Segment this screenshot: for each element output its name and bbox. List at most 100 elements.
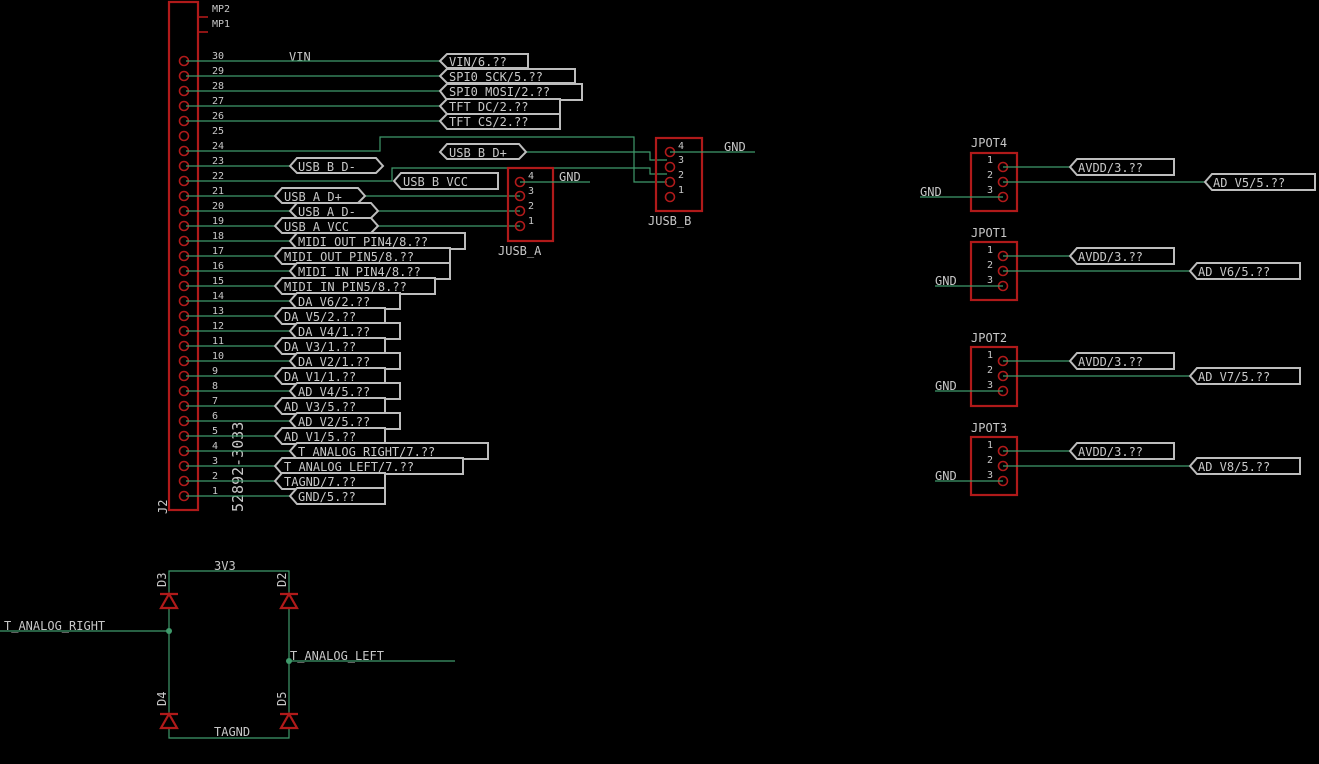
jusb-a-gnd-label: GND: [559, 170, 581, 184]
j2-pin-number: 20: [212, 201, 224, 212]
net-flag-label: DA_V6/2.??: [298, 295, 370, 309]
net-flag: [438, 113, 561, 130]
net-flag-label: DA_V4/1.??: [298, 325, 370, 339]
net-flag-label: AD_V2/5.??: [298, 415, 370, 429]
jusb-b-gnd-label: GND: [724, 140, 746, 154]
net-flag-label: USB_A_VCC: [284, 220, 349, 234]
diode-d4-triangle: [159, 711, 179, 730]
net-flag-label: USB_B_D-: [298, 160, 356, 174]
jpot3-avdd-label: AVDD/3.??: [1078, 445, 1143, 459]
net-flag-label: USB_A_D-: [298, 205, 356, 219]
net-flag-label: T_ANALOG_LEFT/7.??: [284, 460, 414, 474]
net-flag-label: SPI0_MOSI/2.??: [449, 85, 550, 99]
j2-pin-number: 9: [212, 366, 218, 377]
jpot4-avdd-label: AVDD/3.??: [1078, 161, 1143, 175]
net-flag-label: T_ANALOG_RIGHT/7.??: [298, 445, 435, 459]
j2-mp1-label: MP1: [212, 19, 230, 30]
net-t-analog-left-label: T_ANALOG_LEFT: [290, 649, 384, 663]
net-flag-label: AD_V1/5.??: [284, 430, 356, 444]
diode-d5-triangle: [279, 711, 299, 730]
jusb-a-pin-number: 2: [528, 201, 534, 212]
jpot3-pin-number: 1: [987, 440, 993, 451]
diode-clamp: D3 D2 D4 D5 3V3 TAGND T_ANALOG_RIGHT T_A…: [0, 559, 455, 739]
jpot2-ad-label: AD_V7/5.??: [1198, 370, 1270, 384]
jpot4-pin-number: 3: [987, 185, 993, 196]
diode-d3-triangle: [159, 591, 179, 610]
j2-pin-number: 24: [212, 141, 224, 152]
net-flag-label: MIDI_OUT_PIN5/8.??: [284, 250, 414, 264]
j2-pin-number: 13: [212, 306, 224, 317]
pot-jpot3: 1 2 3 JPOT3 GND AVDD/3.?? AD_V8/5.??: [935, 421, 1301, 497]
net-flag-label: DA_V5/2.??: [284, 310, 356, 324]
j2-pin-number: 7: [212, 396, 218, 407]
j2-pin-number: 17: [212, 246, 224, 257]
net-flag: [273, 457, 464, 475]
net-flag: [273, 367, 386, 385]
net-flag: [288, 487, 386, 505]
jusb-b-pin: [664, 161, 676, 173]
net-flag: [273, 307, 386, 325]
header-jusb-a: 4 3 2 1 GND JUSB_A: [498, 166, 590, 258]
diode-d4: D4: [155, 692, 179, 730]
diode-d2: D2: [275, 573, 299, 610]
j2-pin-25: [178, 130, 190, 142]
net-flag-label: USB_A_D+: [284, 190, 342, 204]
net-flag: [392, 172, 499, 190]
jusb-b-name: JUSB_B: [648, 214, 691, 228]
j2-pin-number: 14: [212, 291, 224, 302]
net-flag-label: GND/5.??: [298, 490, 356, 504]
j2-pin-number: 28: [212, 81, 224, 92]
net-flag: [1068, 352, 1175, 370]
jusb-a-pin: [514, 220, 526, 232]
j2-wires: [186, 60, 667, 497]
net-flag: [438, 143, 528, 160]
j2-pin-number: 2: [212, 471, 218, 482]
j2-pin-number: 12: [212, 321, 224, 332]
j2-pin-number: 15: [212, 276, 224, 287]
jpot2-name: JPOT2: [971, 331, 1007, 345]
jpot3-pin-number: 3: [987, 470, 993, 481]
net-flag-label: AD_V4/5.??: [298, 385, 370, 399]
net-flag: [273, 247, 451, 265]
jpot1-pin-number: 1: [987, 245, 993, 256]
net-flag: [438, 83, 583, 101]
net-flags: VIN/6.?? SPI0_SCK/5.?? SPI0_MOSI/2.?? TF…: [273, 53, 583, 505]
diode-d2-triangle: [279, 591, 299, 610]
j2-pin-number: 21: [212, 186, 224, 197]
j2-pin-number: 1: [212, 486, 218, 497]
j2-pin-number: 16: [212, 261, 224, 272]
net-flag: [273, 187, 367, 204]
j2-value: 52892-3033: [229, 422, 247, 512]
diode-d5-label: D5: [275, 692, 289, 706]
diode-d3: D3: [155, 573, 179, 610]
pot-jpot1: 1 2 3 JPOT1 GND AVDD/3.?? AD_V6/5.??: [935, 226, 1301, 302]
j2-pins: 3029282726252423222120191817161514131211…: [178, 51, 224, 502]
jusb-a-pin-number: 1: [528, 216, 534, 227]
j2-pin-number: 25: [212, 126, 224, 137]
jpot1-avdd-label: AVDD/3.??: [1078, 250, 1143, 264]
junction-dot: [286, 658, 292, 664]
jusb-b-pin: [664, 191, 676, 203]
jpot1-name: JPOT1: [971, 226, 1007, 240]
jpot3-pin-number: 2: [987, 455, 993, 466]
net-flag: [1203, 173, 1316, 191]
jusb-b-pin-number: 2: [678, 170, 684, 181]
net-flag-label: TAGND/7.??: [284, 475, 356, 489]
jpot2-pin-number: 3: [987, 380, 993, 391]
j2-pin-number: 3: [212, 456, 218, 467]
net-flag: [1068, 247, 1175, 265]
diode-d2-label: D2: [275, 573, 289, 587]
j2-pin-number: 22: [212, 171, 224, 182]
j2-pin-number: 18: [212, 231, 224, 242]
net-flag: [1068, 158, 1175, 176]
jusb-b-pin-number: 3: [678, 155, 684, 166]
net-flag: [1188, 262, 1301, 280]
jpot2-pin-number: 2: [987, 365, 993, 376]
net-flag: [273, 472, 386, 490]
net-flag: [273, 337, 386, 355]
jusb-b-pin-number: 1: [678, 185, 684, 196]
net-flag-label: TFT_DC/2.??: [449, 100, 528, 114]
jusb-b-pin: [664, 176, 676, 188]
net-flag: [438, 98, 561, 115]
j2-pin-number: 27: [212, 96, 224, 107]
